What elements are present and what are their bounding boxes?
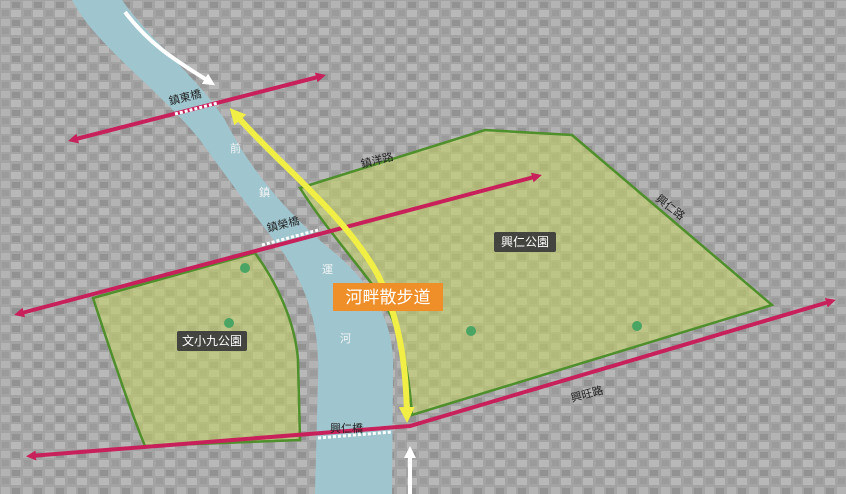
river-name: 前 鎮 運 河: [230, 141, 351, 345]
svg-text:河: 河: [340, 332, 351, 345]
xingren-park-label: 興仁公園: [494, 232, 556, 252]
zhendong-bridge-segment: [174, 101, 219, 116]
svg-text:興仁公園: 興仁公園: [501, 235, 549, 249]
svg-text:文小九公園: 文小九公園: [182, 333, 242, 348]
xingren-bridge-arrow: [26, 297, 836, 461]
svg-text:河畔散步道: 河畔散步道: [346, 288, 431, 308]
xingren-bridge-label: 興仁橋: [330, 421, 363, 435]
white-arrow-top: [123, 10, 216, 86]
riverside-walkway-arrow: [229, 108, 415, 423]
svg-text:運: 運: [322, 263, 333, 276]
wenxiaojiu-park-label: 文小九公園: [177, 331, 247, 351]
xingren-bridge-segment: [317, 430, 393, 440]
riverside-walkway-label: 河畔散步道: [333, 283, 443, 311]
svg-text:前: 前: [230, 141, 241, 155]
svg-text:鎮: 鎮: [259, 185, 270, 199]
